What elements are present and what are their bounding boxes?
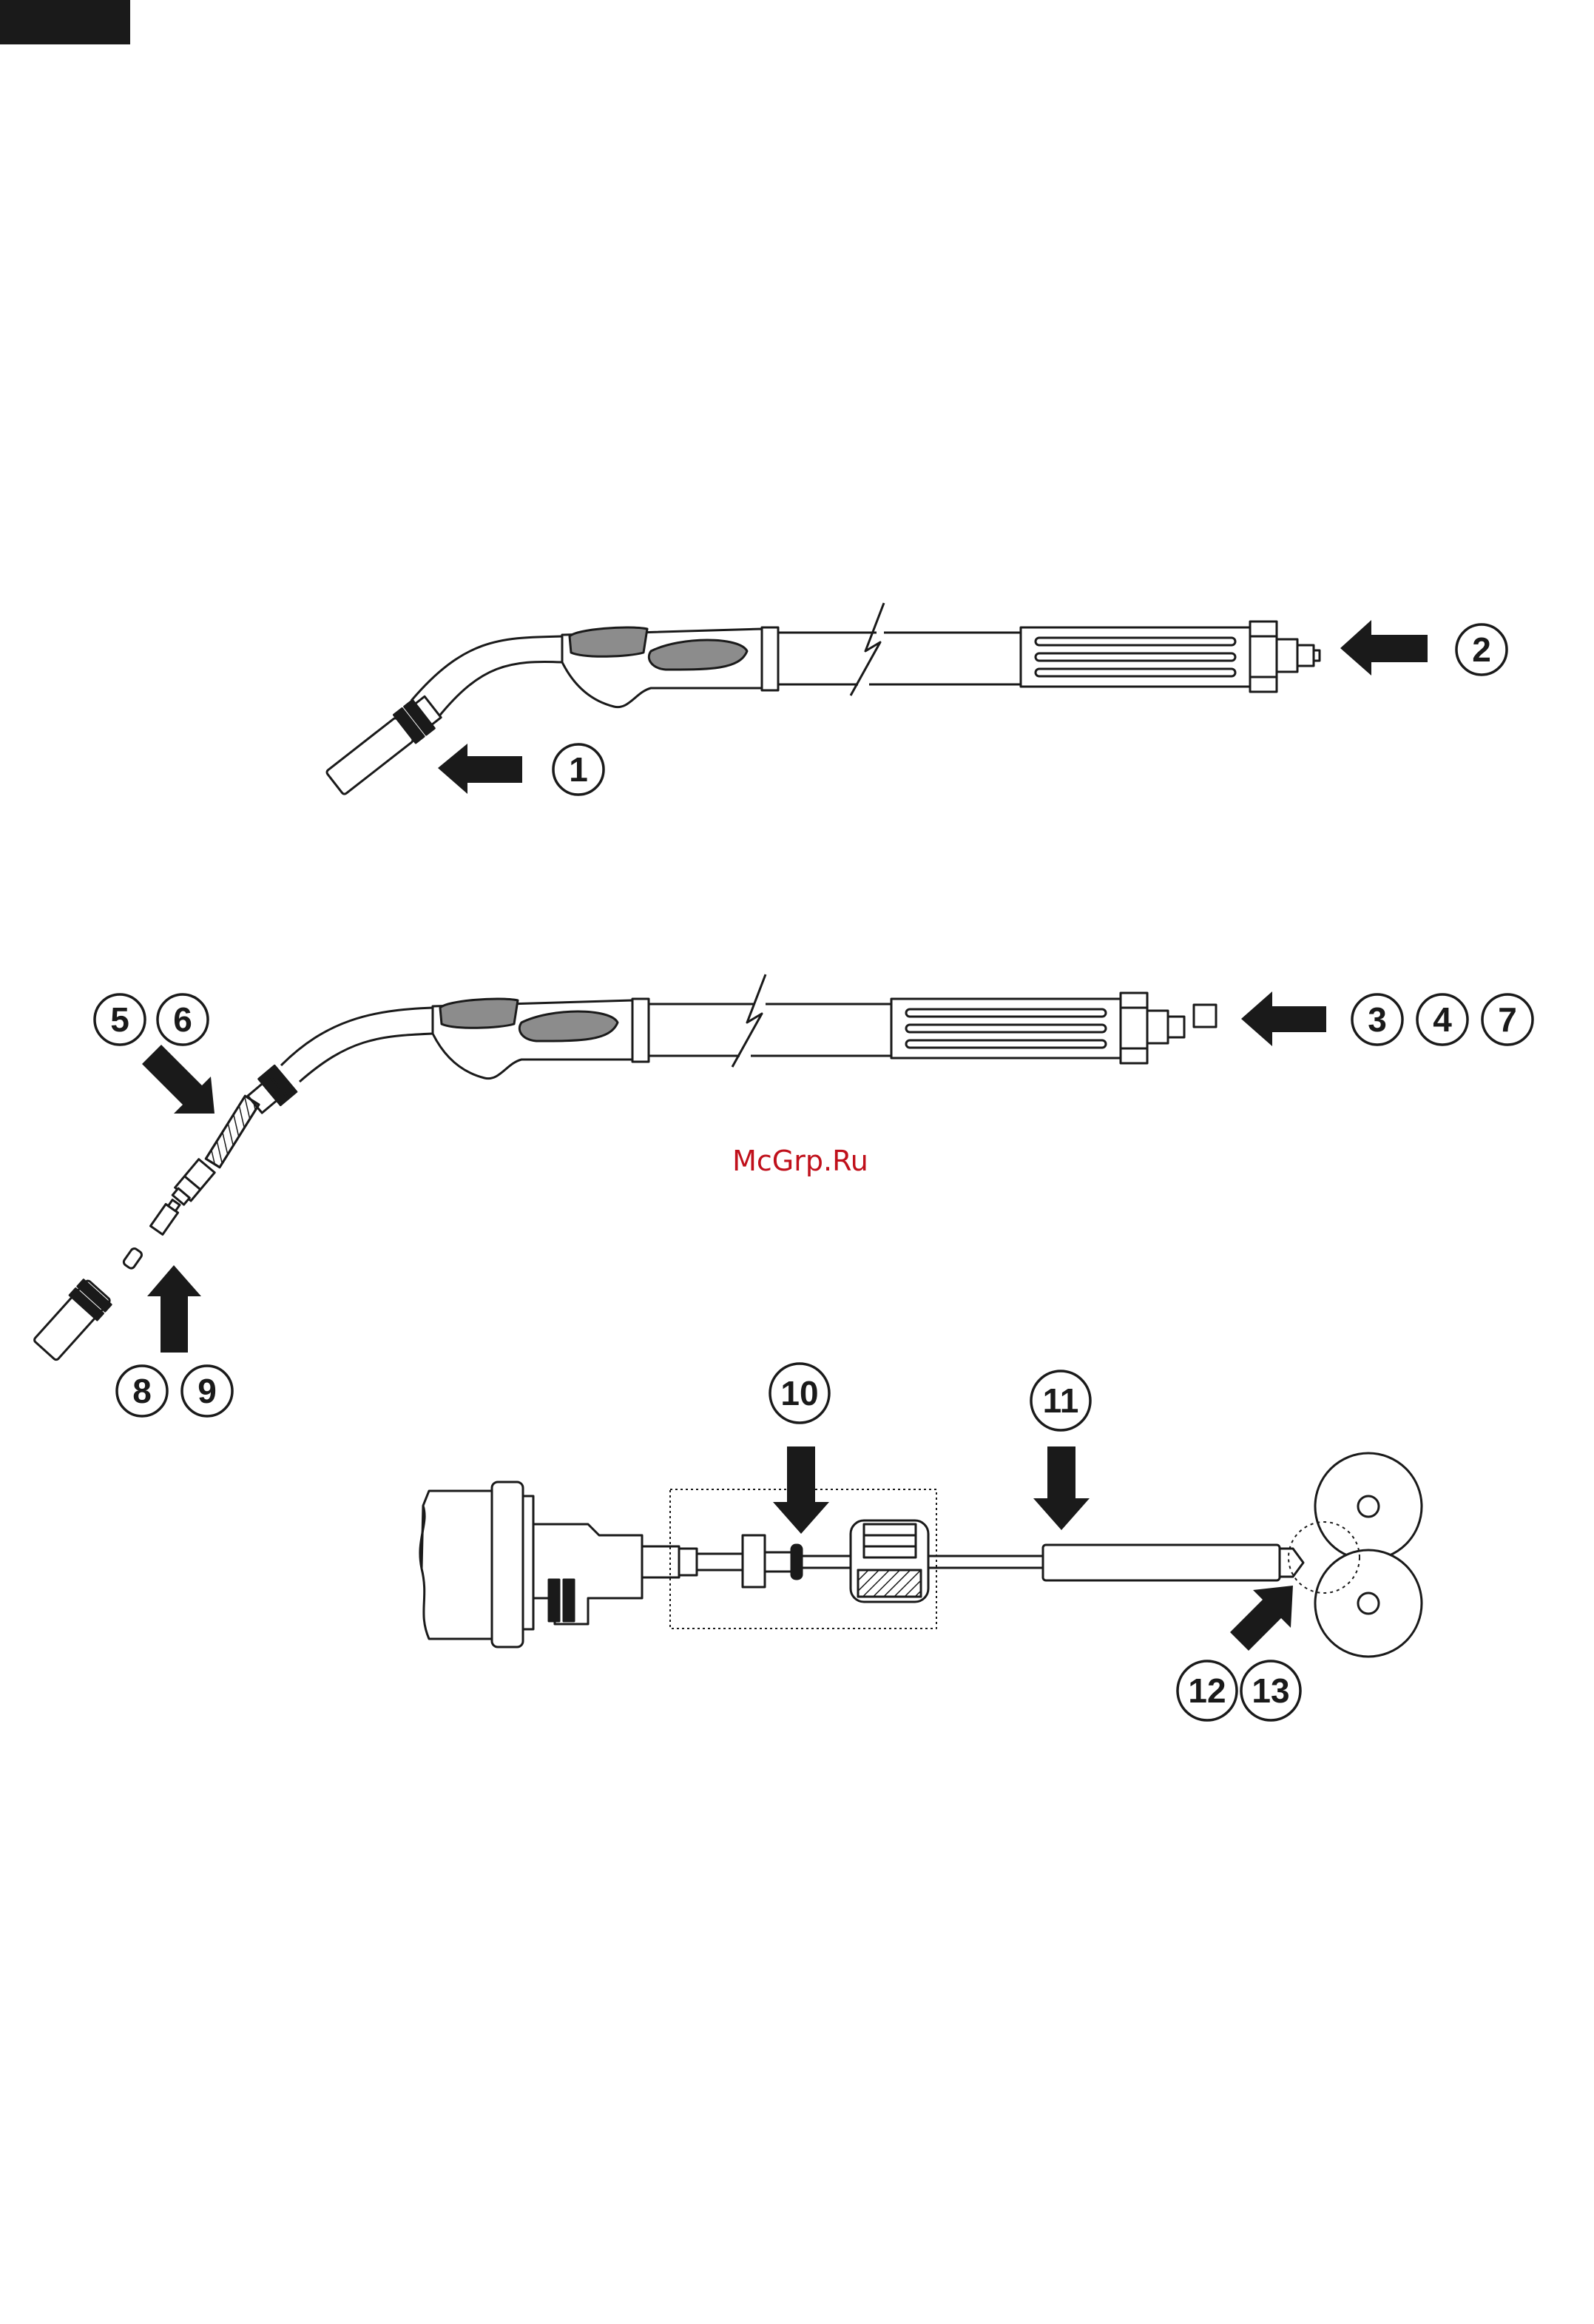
callout-9: 9 (182, 1366, 232, 1416)
torch-1-gooseneck (411, 636, 562, 718)
torch-2-connector-nut (1121, 993, 1147, 1063)
torch-1-cable-break (851, 603, 884, 695)
torch-2-liner-spring (206, 1096, 259, 1167)
torch-2-ring (632, 999, 649, 1062)
callout-4-label: 4 (1433, 1000, 1452, 1039)
arrow-5-6 (142, 1045, 215, 1114)
callout-7: 7 (1482, 994, 1533, 1045)
torch-2-gooseneck (281, 1008, 433, 1082)
callout-10: 10 (770, 1364, 829, 1423)
torch-1-connector-nut (1250, 622, 1277, 692)
callout-2-label: 2 (1472, 630, 1491, 669)
feeder-housing (420, 1491, 492, 1639)
callout-13-label: 13 (1252, 1671, 1289, 1710)
callout-1: 1 (553, 744, 604, 795)
callout-7-label: 7 (1498, 1000, 1517, 1039)
page-corner-tab (0, 0, 130, 44)
o-ring (791, 1545, 802, 1579)
torch-2-nozzle (31, 1278, 113, 1363)
callout-5: 5 (95, 994, 145, 1045)
feed-roll-bottom (1315, 1550, 1422, 1657)
callout-4: 4 (1417, 994, 1468, 1045)
callout-6: 6 (158, 994, 208, 1045)
guide-tube-collar (743, 1535, 765, 1587)
feeder-flange (492, 1482, 523, 1647)
torch-1-rear-grip (1021, 627, 1250, 687)
callout-12: 12 (1178, 1661, 1237, 1720)
torch-2-grip-top (440, 999, 518, 1028)
torch-2-cable (649, 1004, 891, 1056)
callout-8: 8 (117, 1366, 167, 1416)
torch-2-connector-pin (1147, 1011, 1168, 1043)
torch-1-cable (778, 633, 1021, 684)
torch-2-diffuser (170, 1159, 215, 1207)
torch-2-small-cap (1194, 1005, 1216, 1027)
callout-8-label: 8 (132, 1372, 152, 1410)
callout-11-label: 11 (1043, 1381, 1079, 1420)
torch-1-ring (762, 627, 778, 690)
torch-1-grip-top (570, 627, 647, 656)
watermark-text: McGrp.Ru (732, 1145, 868, 1177)
wire-guide-tube (1043, 1545, 1280, 1580)
callout-1-label: 1 (569, 750, 588, 789)
callout-2: 2 (1456, 624, 1507, 675)
arrow-11 (1033, 1446, 1090, 1530)
callout-3-label: 3 (1368, 1000, 1387, 1039)
arrow-2 (1340, 620, 1428, 676)
torch-2-rear-grip (891, 999, 1121, 1058)
callout-3: 3 (1352, 994, 1402, 1045)
callout-11: 11 (1031, 1371, 1090, 1430)
torch-2-cable-break (732, 974, 766, 1067)
callout-13: 13 (1241, 1661, 1300, 1720)
torch-2-tip-holder (150, 1198, 182, 1234)
arrow-12-13 (1230, 1586, 1293, 1651)
guide-tube-fitting (679, 1549, 697, 1575)
callout-5-label: 5 (110, 1000, 129, 1039)
callout-12-label: 12 (1188, 1671, 1226, 1710)
torch-2 (31, 974, 1216, 1363)
callout-10-label: 10 (780, 1374, 818, 1412)
callout-6-label: 6 (173, 1000, 192, 1039)
arrow-1 (438, 744, 522, 794)
torch-1-connector-pin (1277, 639, 1297, 672)
callout-9-label: 9 (197, 1372, 217, 1410)
feed-roll-top (1315, 1453, 1422, 1560)
torch-2-contact-tip (122, 1247, 143, 1270)
torch-1-nozzle (324, 693, 444, 798)
arrow-3-4-7 (1241, 991, 1326, 1046)
arrow-8-9 (147, 1265, 201, 1353)
